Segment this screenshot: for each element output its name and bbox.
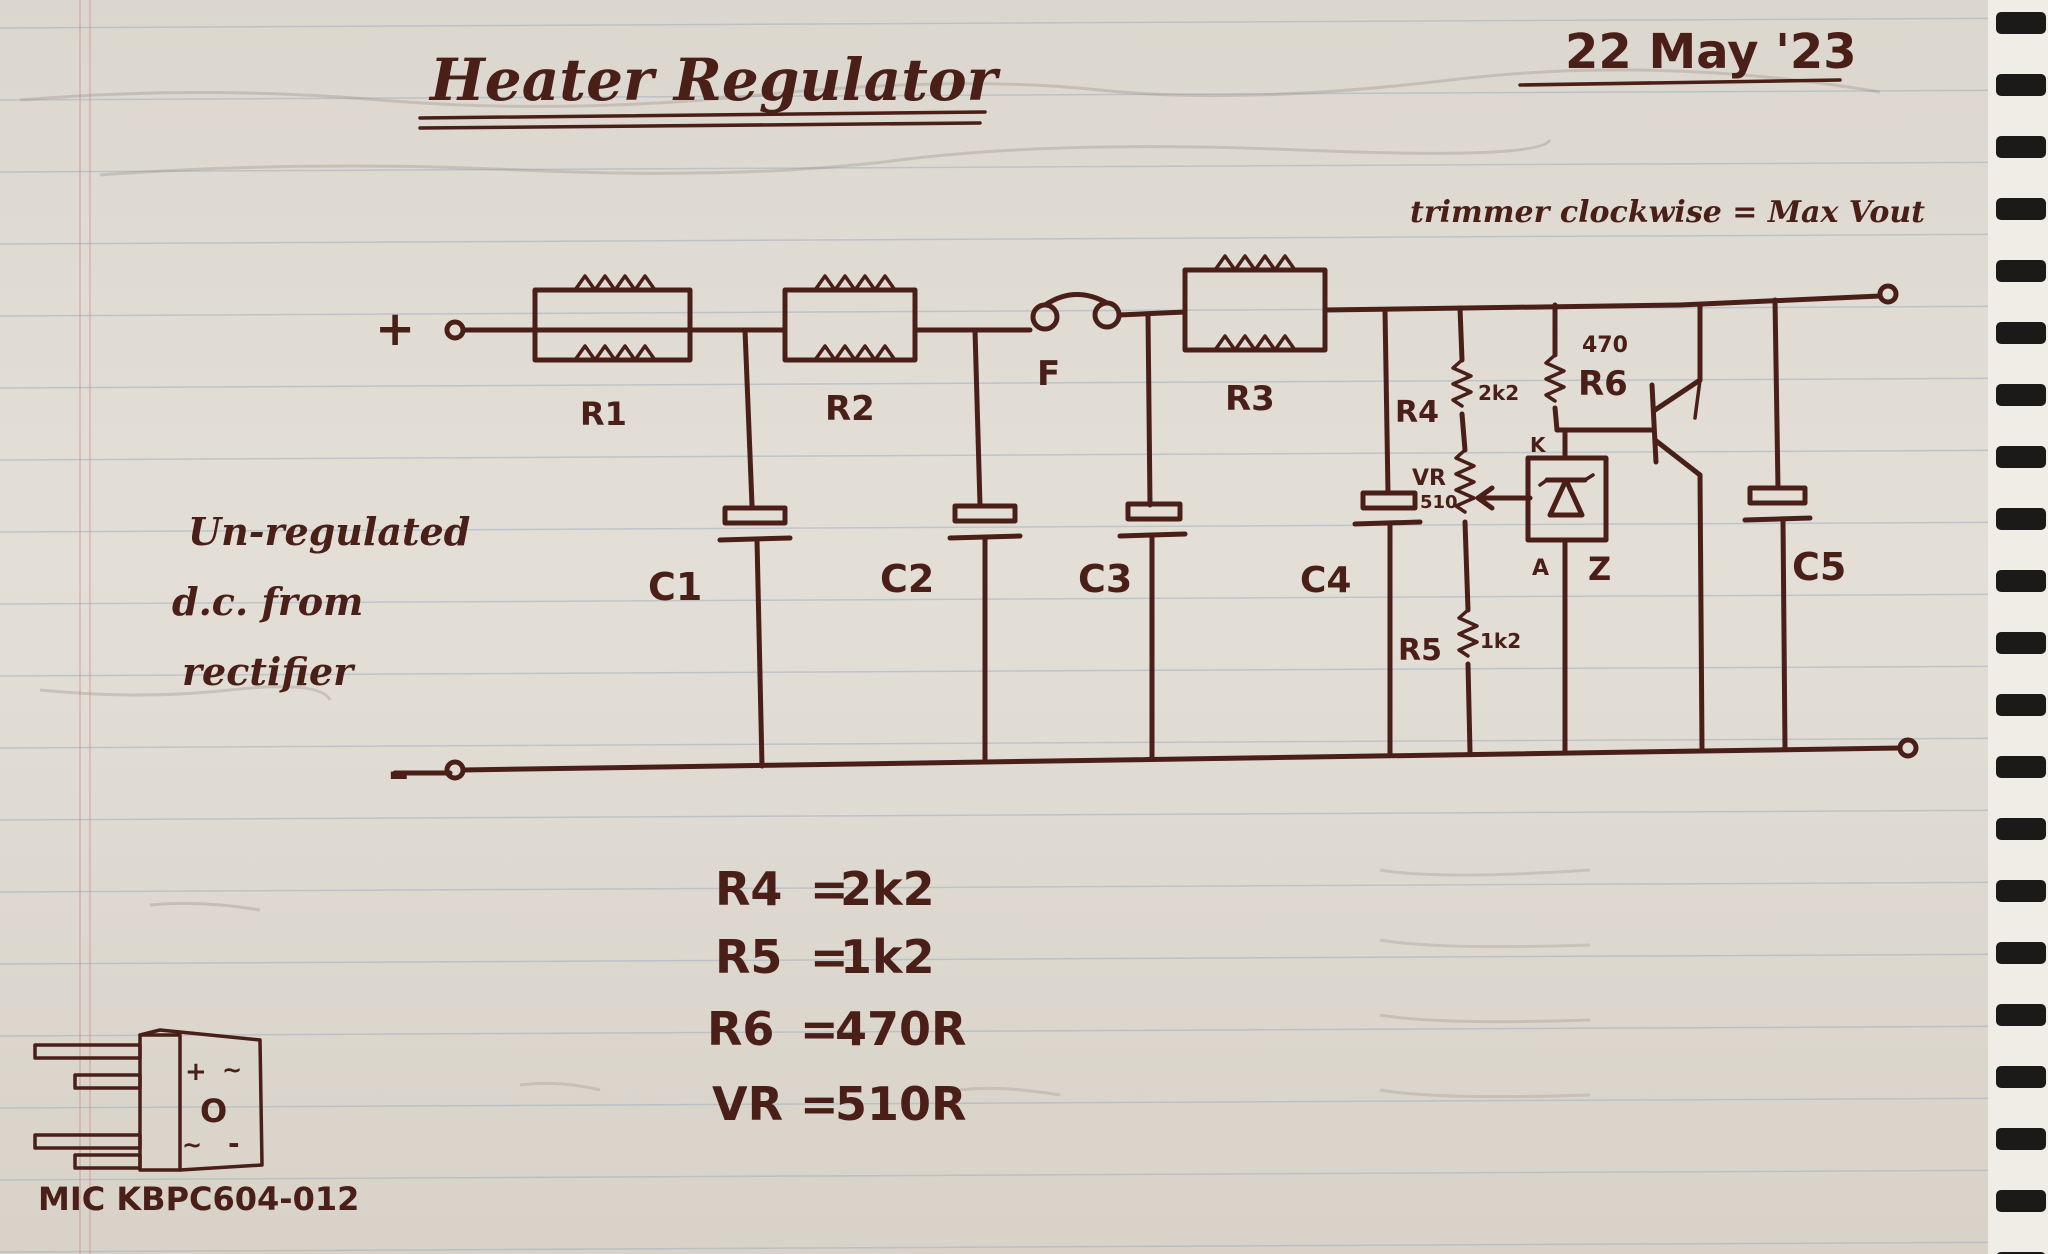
ruled-line	[0, 233, 2048, 245]
ruled-line	[0, 665, 2048, 677]
label-c4: C4	[1300, 560, 1351, 601]
spiral-hole	[1996, 1066, 2046, 1088]
bridge-ac-top: ~	[222, 1056, 242, 1084]
value-row-3-value: 470R	[835, 1002, 966, 1056]
date-underline	[1518, 78, 1842, 87]
value-row-4-name: VR	[712, 1077, 783, 1131]
label-r5-value: 1k2	[1480, 629, 1521, 653]
spiral-hole	[1996, 942, 2046, 964]
ruled-line	[0, 1097, 2048, 1109]
label-r2: R2	[825, 389, 875, 429]
spiral-hole	[1996, 1128, 2046, 1150]
value-row-3-eq: =	[800, 1002, 839, 1056]
label-vr-value: 510	[1420, 492, 1458, 513]
ruled-line	[0, 881, 2048, 893]
spiral-hole	[1996, 694, 2046, 716]
label-c3: C3	[1078, 557, 1132, 601]
ruled-line	[0, 17, 2048, 29]
label-zener-a: A	[1532, 556, 1549, 581]
spiral-hole	[1996, 880, 2046, 902]
title-underline	[418, 110, 987, 130]
ruled-line	[0, 1169, 2048, 1181]
label-r1: R1	[580, 395, 627, 433]
spiral-hole	[1996, 632, 2046, 654]
trimmer-note: trimmer clockwise = Max Vout	[1410, 195, 1925, 230]
value-row-1-value: 2k2	[840, 862, 935, 916]
spiral-hole	[1996, 1190, 2046, 1212]
ruled-line	[0, 1025, 2048, 1037]
label-c1: C1	[648, 565, 702, 609]
ruled-line	[0, 521, 2048, 533]
spiral-binding	[1988, 0, 2048, 1254]
value-row-4-value: 510R	[835, 1077, 966, 1131]
spiral-hole	[1996, 1004, 2046, 1026]
spiral-hole	[1996, 508, 2046, 530]
label-c2: C2	[880, 557, 934, 601]
minus-terminal-label: -	[388, 743, 410, 803]
label-zener-k: K	[1530, 433, 1547, 457]
bridge-part-label: MIC KBPC604-012	[38, 1180, 359, 1218]
source-label-line-2: d.c. from	[172, 579, 363, 624]
spiral-hole	[1996, 446, 2046, 468]
spiral-hole	[1996, 198, 2046, 220]
label-r5: R5	[1398, 633, 1442, 668]
ruled-line	[0, 953, 2048, 965]
bridge-ac-bottom: ~	[182, 1131, 202, 1159]
label-r6-value: 470	[1582, 333, 1628, 358]
ruled-line	[0, 1241, 2048, 1253]
resistor-zigzags	[573, 254, 1297, 362]
circuit-wiring	[392, 267, 1919, 781]
spiral-hole	[1996, 818, 2046, 840]
label-c5: C5	[1792, 545, 1846, 589]
ruled-line	[0, 809, 2048, 821]
ruled-line	[0, 737, 2048, 749]
component-labels: R1 R2 F R3 C1 C2 C3 C4 C5 R4 2k2 VR 510 …	[580, 333, 1846, 668]
label-zener: Z	[1588, 550, 1611, 588]
label-r4-value: 2k2	[1478, 381, 1519, 405]
spiral-hole	[1996, 136, 2046, 158]
page-date: 22 May '23	[1565, 24, 1857, 80]
value-row-3-name: R6	[707, 1002, 774, 1056]
label-r3: R3	[1225, 379, 1275, 419]
value-row-2-name: R5	[715, 930, 782, 984]
label-r6: R6	[1578, 364, 1628, 404]
label-vr: VR	[1412, 466, 1446, 491]
value-row-2-eq: =	[810, 930, 849, 984]
ruled-line	[0, 89, 2048, 101]
source-label-line-1: Un-regulated	[188, 509, 470, 554]
spiral-hole	[1996, 384, 2046, 406]
label-fuse: F	[1037, 354, 1060, 394]
bridge-plus: +	[185, 1057, 207, 1087]
value-table: R4 = 2k2 R5 = 1k2 R6 = 470R VR = 510R	[707, 862, 966, 1131]
bridge-hole: O	[200, 1092, 227, 1130]
value-row-2-value: 1k2	[840, 930, 935, 984]
ruled-line	[0, 377, 2048, 389]
bridge-rectifier-sketch: + ~ O ~ -	[33, 1028, 264, 1172]
value-row-1-eq: =	[810, 862, 849, 916]
spiral-hole	[1996, 74, 2046, 96]
spiral-hole	[1996, 756, 2046, 778]
ruled-line	[0, 161, 2048, 173]
ruled-line	[0, 305, 2048, 317]
value-row-1-name: R4	[715, 862, 782, 916]
value-row-4-eq: =	[800, 1077, 839, 1131]
spiral-hole	[1996, 322, 2046, 344]
plus-terminal-label: +	[375, 301, 415, 357]
source-label-line-3: rectifier	[182, 649, 356, 694]
page-title: Heater Regulator	[428, 46, 1002, 114]
bridge-minus: -	[228, 1127, 240, 1160]
ruled-line	[0, 593, 2048, 605]
spiral-hole	[1996, 260, 2046, 282]
spiral-hole	[1996, 570, 2046, 592]
source-label: Un-regulated d.c. from rectifier	[172, 509, 470, 694]
bleed-through-text	[19, 68, 1881, 1099]
label-r4: R4	[1395, 395, 1439, 430]
ruled-line	[0, 449, 2048, 461]
spiral-hole	[1996, 12, 2046, 34]
